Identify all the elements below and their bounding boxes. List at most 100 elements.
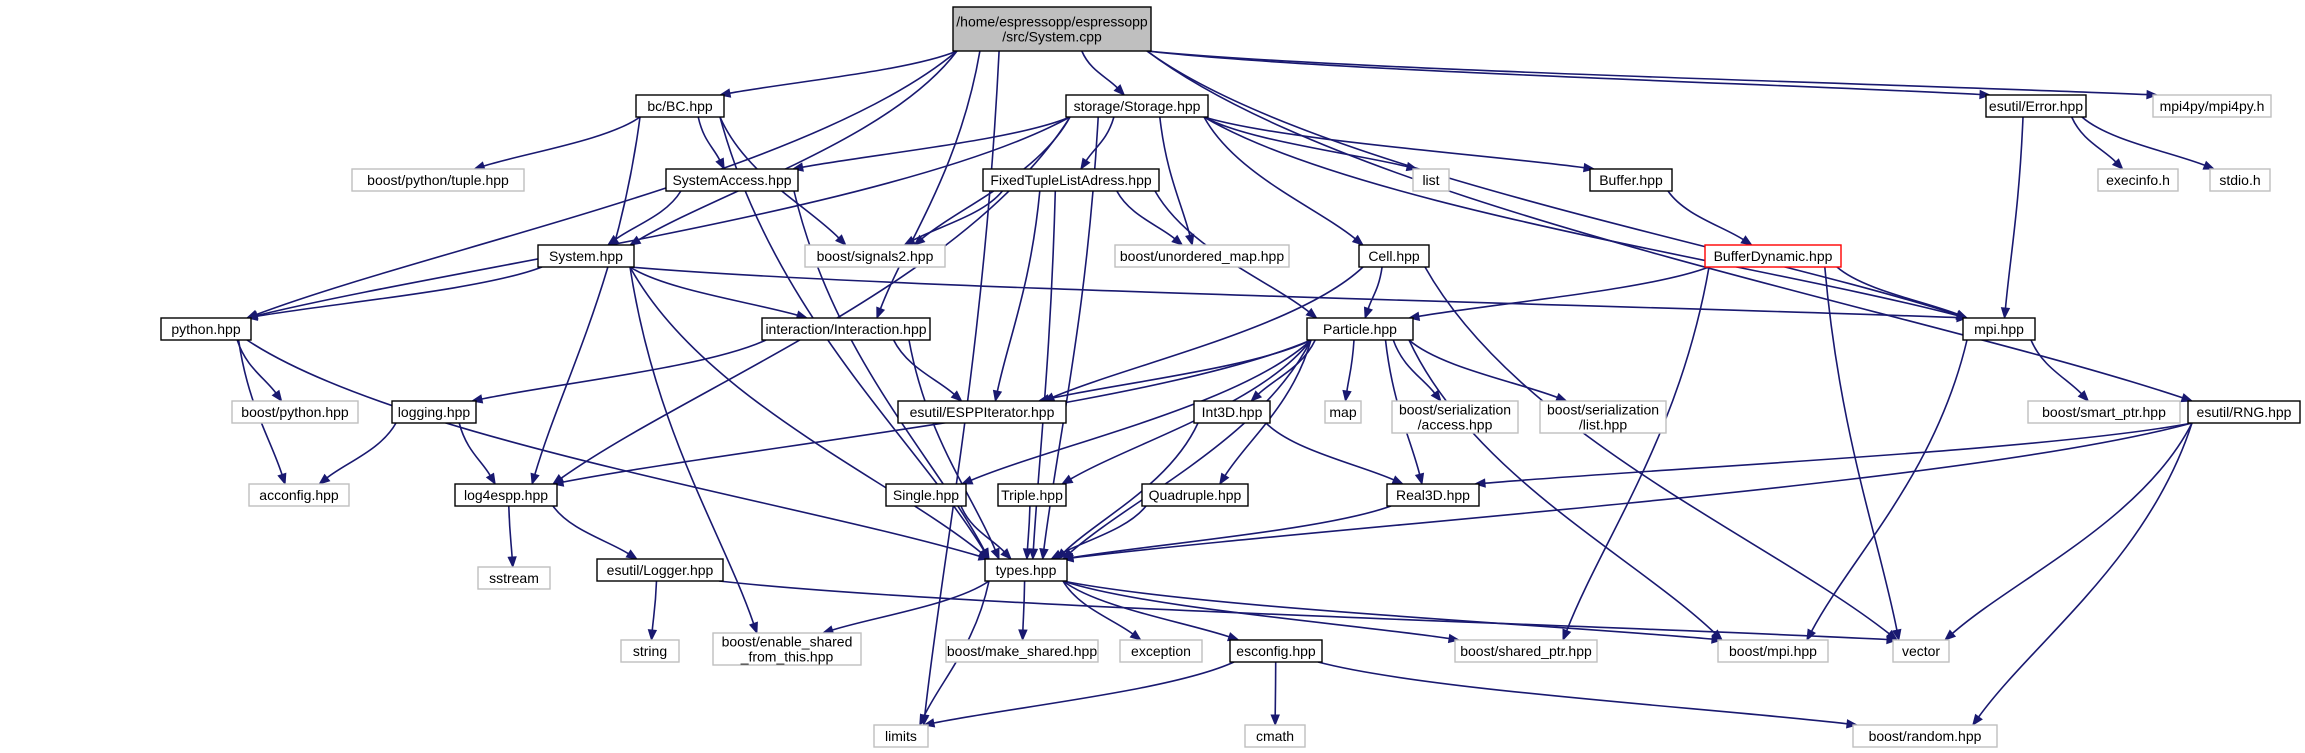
node-box bbox=[537, 244, 635, 268]
edge-line bbox=[2004, 116, 2024, 309]
node-box bbox=[477, 566, 551, 590]
edge-python-to-types bbox=[246, 339, 991, 561]
node-triple[interactable]: Triple.hpp bbox=[997, 483, 1067, 507]
node-fixedtuple[interactable]: FixedTupleListAdress.hpp bbox=[982, 168, 1160, 192]
node-cell[interactable]: Cell.hpp bbox=[1358, 244, 1430, 268]
edge-line bbox=[1203, 116, 1585, 169]
edge-line bbox=[879, 50, 981, 309]
node-box bbox=[391, 400, 477, 424]
node-storage[interactable]: storage/Storage.hpp bbox=[1065, 94, 1209, 118]
node-smartptr[interactable]: boost/smart_ptr.hpp bbox=[2027, 400, 2181, 424]
edge-arrowhead bbox=[1305, 307, 1318, 319]
edge-line bbox=[1059, 505, 1147, 555]
node-cmath[interactable]: cmath bbox=[1244, 724, 1306, 748]
node-exception[interactable]: exception bbox=[1119, 639, 1203, 663]
node-label: SystemAccess.hpp bbox=[672, 172, 791, 188]
node-logging[interactable]: logging.hpp bbox=[391, 400, 477, 424]
edge-storage-to-fixedtuple bbox=[1080, 116, 1115, 171]
node-random[interactable]: boost/random.hpp bbox=[1852, 724, 1998, 748]
node-single[interactable]: Single.hpp bbox=[885, 483, 967, 507]
node-enableshared[interactable]: boost/enable_shared_from_this.hpp bbox=[712, 632, 862, 666]
edge-logging-to-acconfig bbox=[318, 422, 397, 485]
edge-arrowhead bbox=[1028, 548, 1039, 561]
node-logger[interactable]: esutil/Logger.hpp bbox=[596, 558, 724, 582]
node-boostmpi[interactable]: boost/mpi.hpp bbox=[1717, 639, 1829, 663]
node-box bbox=[997, 483, 1067, 507]
node-signals2[interactable]: boost/signals2.hpp bbox=[804, 244, 946, 268]
node-buffer[interactable]: Buffer.hpp bbox=[1589, 168, 1673, 192]
node-label: Real3D.hpp bbox=[1396, 487, 1470, 503]
node-seraccess[interactable]: boost/serialization/access.hpp bbox=[1391, 400, 1519, 434]
edge-arrowhead bbox=[1219, 472, 1230, 486]
node-list[interactable]: list bbox=[1412, 168, 1450, 192]
node-acconfig[interactable]: acconfig.hpp bbox=[248, 483, 350, 507]
edge-types-to-boostmpi bbox=[1062, 580, 1724, 644]
node-map[interactable]: map bbox=[1324, 400, 1362, 424]
node-label: /list.hpp bbox=[1579, 417, 1627, 433]
edge-cell-to-particle bbox=[1363, 266, 1383, 320]
edge-line bbox=[458, 422, 491, 476]
node-log4espp[interactable]: log4espp.hpp bbox=[454, 483, 558, 507]
node-bc[interactable]: bc/BC.hpp bbox=[635, 94, 725, 118]
node-limits[interactable]: limits bbox=[873, 724, 929, 748]
node-label: boost/enable_shared bbox=[722, 634, 853, 650]
node-system[interactable]: System.hpp bbox=[537, 244, 635, 268]
node-label: esutil/Logger.hpp bbox=[607, 562, 714, 578]
node-label: Particle.hpp bbox=[1323, 321, 1397, 337]
edge-line bbox=[483, 116, 641, 167]
edge-arrowhead bbox=[271, 389, 283, 403]
node-string[interactable]: string bbox=[620, 639, 680, 663]
edge-line bbox=[1081, 50, 1118, 89]
edge-system-to-mpi bbox=[629, 266, 1969, 323]
node-label: exception bbox=[1131, 643, 1191, 659]
node-particle[interactable]: Particle.hpp bbox=[1306, 317, 1414, 341]
edge-root-to-rng bbox=[1146, 50, 2194, 403]
node-real3d[interactable]: Real3D.hpp bbox=[1386, 483, 1480, 507]
node-mpi[interactable]: mpi.hpp bbox=[1962, 317, 2036, 341]
node-rng[interactable]: esutil/RNG.hpp bbox=[2187, 400, 2301, 424]
node-root[interactable]: /home/espressopp/espressopp/src/System.c… bbox=[952, 6, 1152, 52]
node-boostpython[interactable]: boost/python.hpp bbox=[231, 400, 359, 424]
node-label: boost/mpi.hpp bbox=[1729, 643, 1817, 659]
node-box bbox=[2209, 168, 2271, 192]
node-tuple[interactable]: boost/python/tuple.hpp bbox=[351, 168, 525, 192]
node-mpi4py[interactable]: mpi4py/mpi4py.h bbox=[2152, 94, 2272, 118]
node-esppiter[interactable]: esutil/ESPPIterator.hpp bbox=[897, 400, 1067, 424]
node-esconfig[interactable]: esconfig.hpp bbox=[1229, 639, 1323, 663]
node-interaction[interactable]: interaction/Interaction.hpp bbox=[761, 317, 931, 341]
node-box bbox=[984, 558, 1068, 582]
node-python[interactable]: python.hpp bbox=[160, 317, 252, 341]
node-makeshared[interactable]: boost/make_shared.hpp bbox=[945, 639, 1099, 663]
node-unordered[interactable]: boost/unordered_map.hpp bbox=[1114, 244, 1290, 268]
edge-line bbox=[2070, 116, 2117, 163]
node-quadruple[interactable]: Quadruple.hpp bbox=[1141, 483, 1249, 507]
node-error[interactable]: esutil/Error.hpp bbox=[1985, 94, 2087, 118]
node-stdio[interactable]: stdio.h bbox=[2209, 168, 2271, 192]
node-box bbox=[1244, 724, 1306, 748]
node-box bbox=[1141, 483, 1249, 507]
edge-cell-to-vector bbox=[1424, 266, 1899, 641]
edge-line bbox=[802, 116, 1071, 168]
node-int3d[interactable]: Int3D.hpp bbox=[1193, 400, 1271, 424]
node-sysaccess[interactable]: SystemAccess.hpp bbox=[665, 168, 799, 192]
edge-line bbox=[1062, 580, 1450, 640]
node-sstream[interactable]: sstream bbox=[477, 566, 551, 590]
edge-arrowhead bbox=[950, 390, 963, 402]
node-label: boost/signals2.hpp bbox=[817, 248, 934, 264]
node-types[interactable]: types.hpp bbox=[984, 558, 1068, 582]
node-bufdyn[interactable]: BufferDynamic.hpp bbox=[1704, 244, 1842, 268]
node-label: boost/serialization bbox=[1399, 402, 1511, 418]
node-label: boost/python.hpp bbox=[241, 404, 349, 420]
node-serlist[interactable]: boost/serialization/list.hpp bbox=[1539, 400, 1667, 434]
edge-line bbox=[1062, 580, 1230, 638]
edge-line bbox=[1062, 580, 1713, 640]
edge-mpi-to-boostmpi bbox=[1806, 339, 1968, 642]
node-sharedptr[interactable]: boost/shared_ptr.hpp bbox=[1454, 639, 1598, 663]
edge-arrowhead bbox=[1342, 389, 1352, 403]
edge-arrowhead bbox=[1391, 475, 1405, 485]
node-vector[interactable]: vector bbox=[1892, 639, 1950, 663]
node-execinfo[interactable]: execinfo.h bbox=[2097, 168, 2179, 192]
node-label: limits bbox=[885, 728, 917, 744]
node-box bbox=[1306, 317, 1414, 341]
